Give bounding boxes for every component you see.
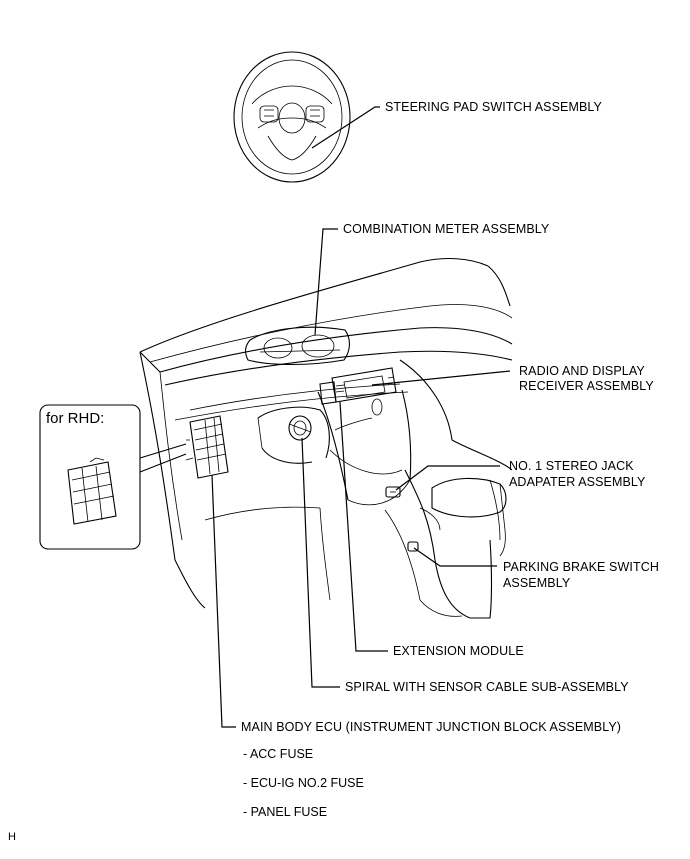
label-main-body-ecu: MAIN BODY ECU (INSTRUMENT JUNCTION BLOCK… xyxy=(241,720,622,734)
spiral-cable-illustration xyxy=(288,415,312,441)
fuse-item: - ECU-IG NO.2 FUSE xyxy=(243,776,364,790)
leader-spiral xyxy=(301,437,340,688)
label-steering-pad-switch: STEERING PAD SWITCH ASSEMBLY xyxy=(385,100,602,114)
stereo-jack-illustration xyxy=(385,486,401,498)
label-spiral-cable: SPIRAL WITH SENSOR CABLE SUB-ASSEMBLY xyxy=(345,680,629,694)
leader-steering-pad xyxy=(311,106,380,149)
leader-stereo-jack xyxy=(395,465,500,491)
leader-combination-meter xyxy=(314,228,338,336)
rhd-inset-title: for RHD: xyxy=(46,410,105,427)
rhd-inset-connector xyxy=(139,443,187,473)
label-radio-line1: RADIO AND DISPLAY xyxy=(519,364,645,378)
instrument-panel-illustration xyxy=(139,258,513,619)
label-parking-brake-line2: ASSEMBLY xyxy=(503,576,571,590)
parking-brake-switch-illustration xyxy=(407,541,419,552)
label-stereo-jack-line1: NO. 1 STEREO JACK xyxy=(509,459,634,473)
leader-parking-brake xyxy=(413,547,497,567)
fuse-item: - PANEL FUSE xyxy=(243,805,328,819)
rhd-junction-block-illustration xyxy=(67,457,117,525)
label-extension-module: EXTENSION MODULE xyxy=(393,644,524,658)
rhd-inset-frame xyxy=(39,404,141,550)
label-radio-line2: RECEIVER ASSEMBLY xyxy=(519,379,654,393)
junction-block-illustration xyxy=(185,415,229,479)
leader-main-body-ecu xyxy=(211,474,236,728)
combination-meter-illustration xyxy=(245,326,350,366)
label-parking-brake-line1: PARKING BRAKE SWITCH xyxy=(503,560,659,574)
fuse-item: - ACC FUSE xyxy=(243,747,314,761)
radio-unit-illustration xyxy=(319,367,397,405)
leader-extension-module xyxy=(339,401,388,652)
leader-radio xyxy=(371,370,511,386)
steering-wheel-illustration xyxy=(233,51,351,183)
label-stereo-jack-line2: ADAPATER ASSEMBLY xyxy=(509,475,646,489)
label-combination-meter: COMBINATION METER ASSEMBLY xyxy=(343,222,550,236)
corner-mark: H xyxy=(8,831,16,843)
